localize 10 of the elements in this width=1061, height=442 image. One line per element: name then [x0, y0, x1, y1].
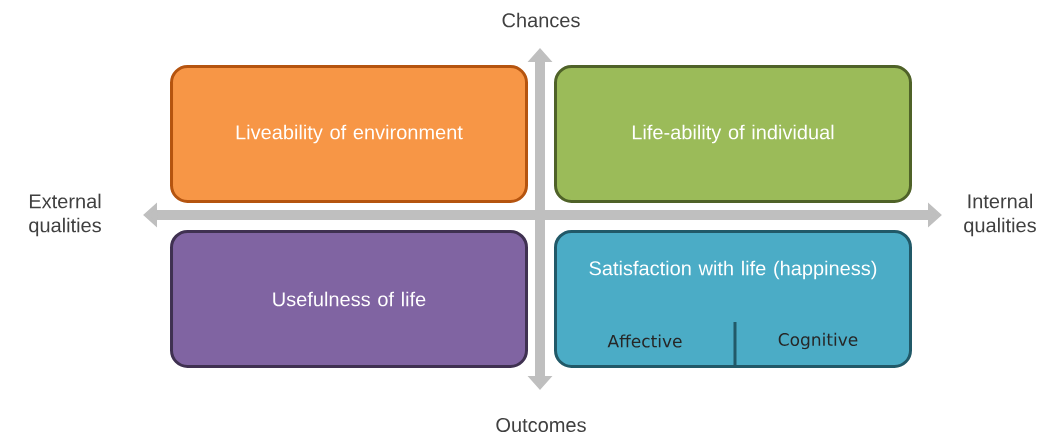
heading: Satisfaction with life (happiness) — [589, 260, 877, 280]
axis-label: Outcomes — [496, 417, 586, 433]
sub-label: Affective — [607, 334, 682, 348]
sub-label: Cognitive — [778, 332, 858, 350]
quadrant-box: Life-ability of individual — [554, 65, 912, 203]
axis-label: Internal qualities — [964, 193, 1036, 237]
axis-label: External qualities — [29, 193, 101, 237]
quadrant-box: Usefulness of life — [170, 230, 528, 368]
quadrant-box: Liveability of environment — [170, 65, 528, 203]
axis-label: Chances — [502, 12, 580, 28]
